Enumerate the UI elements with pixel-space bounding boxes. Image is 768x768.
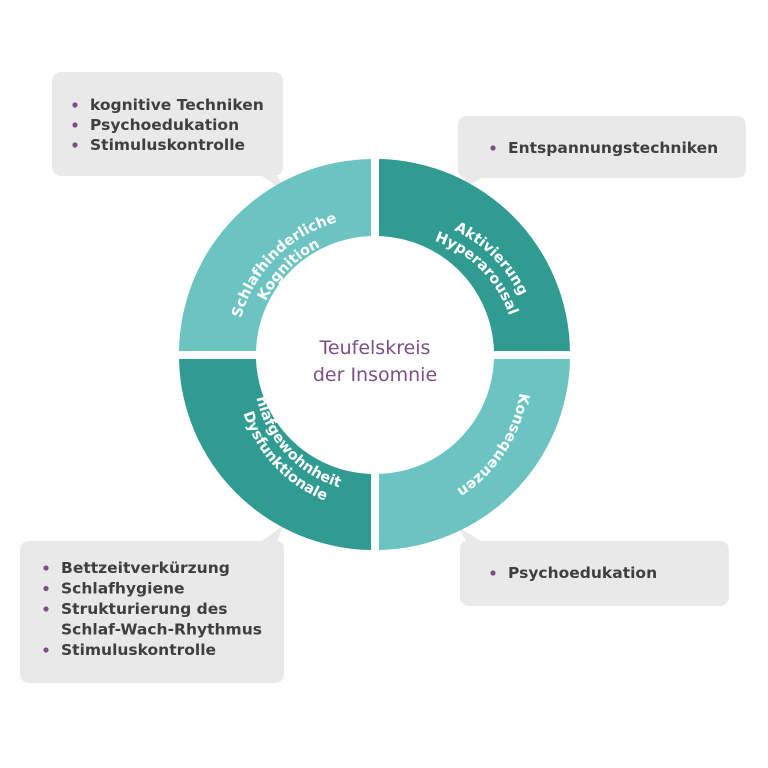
- bullet-dot: [72, 142, 78, 148]
- segment-aktivierung: [379, 159, 570, 351]
- segment-gewohnheiten: [179, 359, 371, 550]
- center-title-line1: Teufelskreis: [319, 337, 431, 359]
- list-item: Stimuluskontrolle: [90, 136, 245, 154]
- list-item: Entspannungstechniken: [508, 139, 718, 157]
- list-item: Stimuluskontrolle: [61, 641, 216, 659]
- callout-bottom-right: Psychoedukation: [458, 527, 729, 606]
- bullet-dot: [72, 102, 78, 108]
- bullet-dot: [43, 585, 49, 592]
- segment-konsequenzen: [379, 359, 570, 550]
- center-title-line2: der Insomnie: [313, 364, 437, 386]
- bullet-dot: [43, 606, 49, 612]
- callout-top-left: kognitive TechnikenPsychoedukationStimul…: [52, 72, 285, 192]
- segment-kognition: [179, 159, 371, 351]
- list-item: Psychoedukation: [90, 116, 239, 134]
- bullet-dot: [72, 122, 78, 128]
- list-item: Bettzeitverkürzung: [61, 559, 230, 577]
- bullet-dot: [43, 565, 49, 571]
- center-title: Teufelskreis der Insomnie: [313, 337, 437, 386]
- list-item: Schlafhygiene: [61, 580, 185, 598]
- cycle-ring: [179, 159, 570, 550]
- list-item: Psychoedukation: [508, 564, 657, 582]
- bullet-dot: [490, 145, 496, 151]
- list-item: Schlaf-Wach-Rhythmus: [61, 621, 262, 639]
- bullet-dot: [43, 647, 49, 653]
- bullet-dot: [490, 570, 496, 576]
- callout-top-right: Entspannungstechniken: [458, 116, 746, 192]
- list-item: kognitive Techniken: [90, 96, 264, 114]
- callout-bottom-left: BettzeitverkürzungSchlafhygieneStrukturi…: [20, 525, 284, 683]
- list-item: Strukturierung des: [61, 600, 228, 618]
